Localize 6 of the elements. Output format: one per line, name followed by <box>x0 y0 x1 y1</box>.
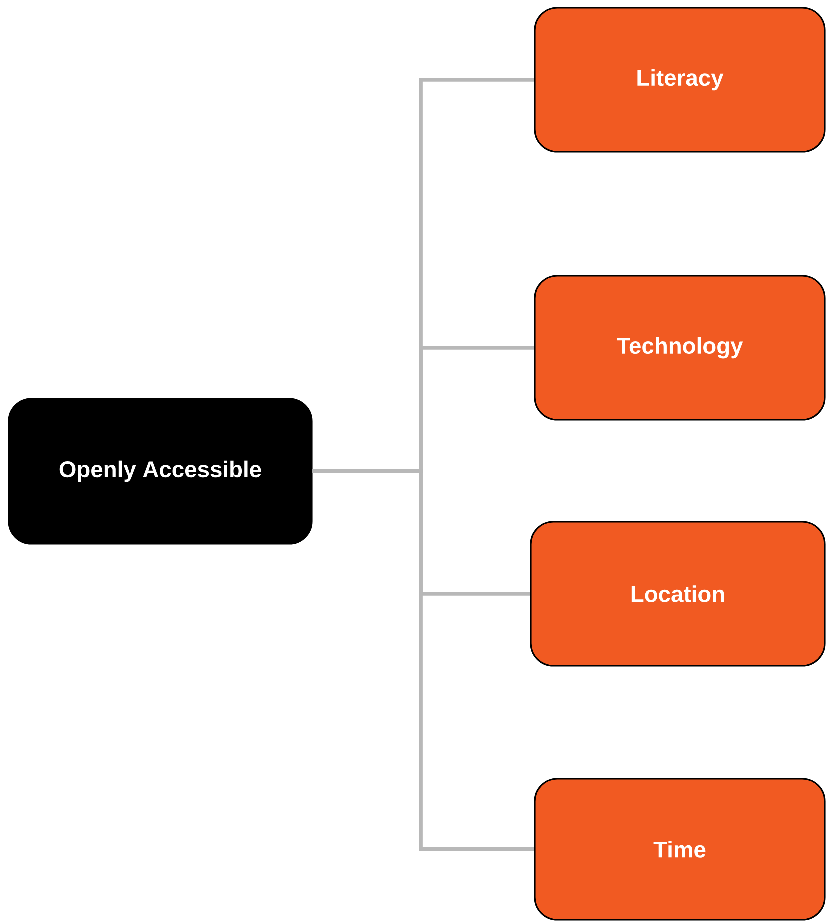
connector-line <box>312 470 534 852</box>
category-box: Literacy <box>534 7 826 153</box>
category-box: Time <box>534 778 826 921</box>
root-box: Openly Accessible <box>8 398 313 545</box>
category-box: Location <box>530 521 826 667</box>
category-box: Technology <box>534 275 826 421</box>
